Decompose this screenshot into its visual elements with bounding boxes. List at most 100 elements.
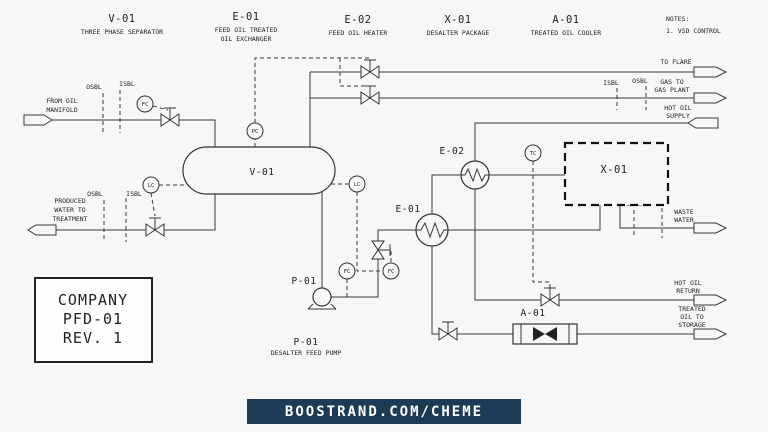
produced-water-control-valve <box>145 217 165 237</box>
treated-return-line <box>448 205 601 231</box>
fc-feed-signal <box>152 105 169 111</box>
gas-plant-label-1: GAS TO <box>660 78 684 86</box>
from-oil-manifold-label-1: FROM OIL <box>46 97 77 105</box>
waste-water-connector <box>693 222 728 234</box>
feed-valve-body <box>160 113 180 127</box>
legend-x01-desc: DESALTER PACKAGE <box>427 29 490 37</box>
gas-osbl-label: OSBL <box>632 77 648 85</box>
legend-v01-tag: V-01 <box>108 13 135 25</box>
treated-valve-actuator <box>442 321 454 334</box>
legend-e01-tag: E-01 <box>232 11 259 23</box>
gas-valve-actuator <box>364 85 376 98</box>
legend-a01-tag: A-01 <box>552 14 579 26</box>
pump-caption: P-01 DESALTER FEED PUMP <box>271 337 342 357</box>
desalter-x01: X-01 <box>563 141 670 207</box>
tc-label: TC <box>530 151 537 157</box>
hot-oil-return-connector <box>693 294 728 306</box>
pump-tag: P-01 <box>292 276 317 287</box>
to-flare-label: TO FLARE <box>660 58 691 66</box>
footer-banner: BOOSTRAND.COM/CHEME <box>247 399 521 424</box>
feed-line <box>52 119 216 147</box>
treated-oil-label-3: STORAGE <box>678 321 705 329</box>
pump-base <box>307 303 337 310</box>
pump-caption-tag: P-01 <box>294 337 319 348</box>
flare-control-valve <box>360 59 380 79</box>
legend-v01-desc: THREE PHASE SEPARATOR <box>81 28 163 36</box>
gas-valve-body <box>360 91 380 105</box>
feed-flow-control-valve <box>371 240 391 260</box>
produced-water-line <box>56 194 216 231</box>
heater-e02: E-02 <box>440 146 490 190</box>
exchanger-e01-tag: E-01 <box>396 204 421 215</box>
pump-discharge-line <box>331 229 416 298</box>
pc-flare-valve-signal <box>254 57 371 123</box>
water-isbl-label: ISBL <box>126 190 142 198</box>
feed-osbl-label: OSBL <box>86 83 102 91</box>
process-lines <box>52 71 694 335</box>
lc-water-bubble <box>142 176 160 194</box>
heater-e02-tube-coil <box>461 167 489 183</box>
heater-e02-tag: E-02 <box>440 146 465 157</box>
cooler-fan-blade-right <box>545 327 557 341</box>
legend-x01-tag: X-01 <box>444 14 471 26</box>
tc-valve-signal <box>532 161 551 288</box>
lc-oil-label: LC <box>354 182 361 188</box>
legend-e01-desc2: OIL EXCHANGER <box>221 35 272 43</box>
valves <box>145 59 560 341</box>
cooler-tag: A-01 <box>521 308 546 319</box>
lc1-valve-signal <box>150 192 156 217</box>
produced-water-label-2: WATER TO <box>54 206 85 214</box>
produced-water-connector <box>27 224 57 236</box>
notes-title: NOTES: <box>666 15 689 23</box>
desalter-package-box <box>563 141 670 207</box>
signal-lines <box>150 57 551 297</box>
treated-oil-label-1: TREATED <box>678 305 705 313</box>
stream-connectors: FROM OIL MANIFOLD PRODUCED WATER TO TREA… <box>23 58 728 340</box>
treated-oil-connector <box>693 328 728 340</box>
feed-isbl-label: ISBL <box>119 80 135 88</box>
lc-oil-bubble <box>348 175 366 193</box>
hot-oil-valve-actuator <box>544 287 556 300</box>
gas-plant-control-valve <box>360 85 380 105</box>
from-oil-manifold-connector <box>23 114 53 126</box>
hot-oil-supply-line <box>474 122 688 161</box>
separator-vessel <box>182 146 336 195</box>
produced-water-label-3: TREATMENT <box>52 215 87 223</box>
hot-oil-supply-label-1: HOT OIL <box>664 104 691 112</box>
separator-tag: V-01 <box>250 167 275 178</box>
treated-oil-valve <box>438 321 458 341</box>
pc-gas-valve-signal <box>339 58 364 87</box>
hot-oil-return-label-2: RETURN <box>676 287 700 295</box>
treated-valve-body <box>438 327 458 341</box>
flare-valve-actuator <box>364 59 376 72</box>
e01-e02-line <box>431 174 461 214</box>
pump-p01: P-01 <box>292 276 337 310</box>
cooler-fan-blade-left <box>533 327 545 341</box>
to-flare-connector <box>693 66 728 78</box>
fc-feed-bubble <box>136 95 154 113</box>
separator-v01: V-01 <box>182 146 336 195</box>
title-block-company: COMPANY <box>58 291 128 309</box>
hot-oil-return-control-valve <box>540 287 560 307</box>
fc-discharge-bubble <box>382 262 400 280</box>
hot-oil-return-label-1: HOT OIL <box>674 279 701 287</box>
title-block-rev: REV. 1 <box>63 329 123 347</box>
exchanger-e01-tube-coil <box>416 221 448 239</box>
pump-casing <box>312 287 332 307</box>
water-osbl-label: OSBL <box>87 190 103 198</box>
tc-bubble <box>524 144 542 162</box>
footer-url[interactable]: BOOSTRAND.COM/CHEME <box>285 404 483 420</box>
pump-caption-desc: DESALTER FEED PUMP <box>271 349 342 357</box>
gas-plant-connector <box>693 92 728 104</box>
fc-pump-bubble <box>338 262 356 280</box>
waste-water-line <box>619 205 694 229</box>
gas-plant-label-2: GAS PLANT <box>654 86 689 94</box>
cooler-end-plates <box>520 324 570 344</box>
desalter-tag: X-01 <box>600 164 627 176</box>
legend-e02-desc: FEED OIL HEATER <box>329 29 388 37</box>
hot-oil-return-line <box>474 189 694 301</box>
water-valve-actuator <box>149 217 161 230</box>
produced-water-label-1: PRODUCED <box>54 197 85 205</box>
